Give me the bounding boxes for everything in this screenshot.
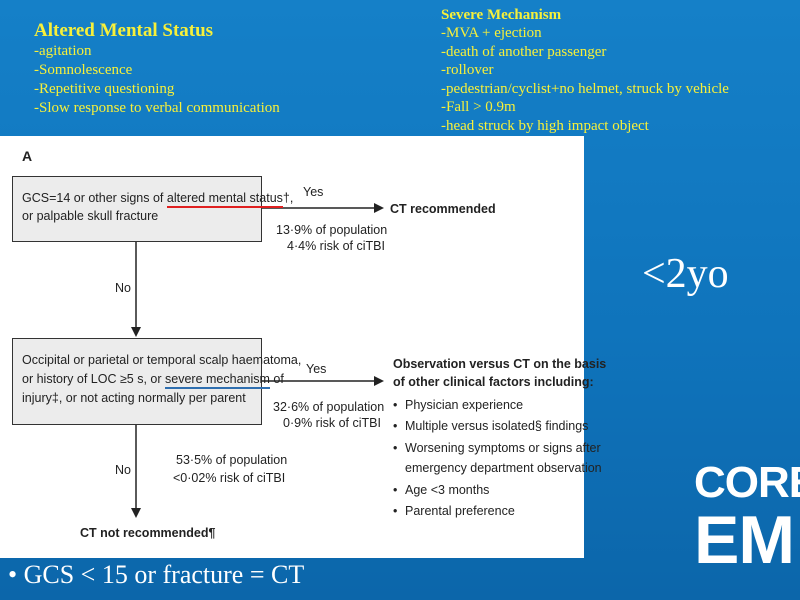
altered-mental-status-underline: altered mental status (166, 191, 283, 208)
bullet-icon: • (393, 398, 398, 412)
observation-heading-1: Observation versus CT on the basis (393, 357, 607, 371)
list-item: -death of another passenger (441, 43, 607, 60)
stats3-population: 53·5% of population (176, 453, 288, 467)
yes-label-1: Yes (303, 185, 324, 199)
ct-not-recommended-label: CT not recommended¶ (80, 526, 216, 540)
bullet-icon: • (393, 441, 398, 455)
no-label-1: No (115, 281, 131, 295)
stats2-risk: 0·9% risk of ciTBI (283, 416, 381, 430)
observation-item: Worsening symptoms or signs after (405, 441, 601, 455)
box2-line3: injury‡, or not acting normally per pare… (22, 391, 246, 405)
observation-heading-2: of other clinical factors including: (393, 375, 594, 389)
list-item: -pedestrian/cyclist+no helmet, struck by… (441, 80, 729, 97)
list-item: -Somnolescence (34, 62, 133, 78)
no-label-2: No (115, 463, 131, 477)
box1-line2: or palpable skull fracture (22, 209, 159, 223)
severe-mechanism-block: Severe Mechanism -MVA + ejection -death … (441, 6, 791, 136)
stats3-risk: <0·02% risk of ciTBI (173, 471, 286, 485)
panel-label: A (22, 148, 33, 164)
observation-item-continued: emergency department observation (405, 461, 602, 475)
stats1-population: 13·9% of population (276, 223, 388, 237)
severe-mechanism-list: -MVA + ejection -death of another passen… (441, 24, 791, 136)
box1-text-post: †, (282, 191, 294, 205)
ct-recommended-label: CT recommended (390, 202, 496, 216)
age-label: <2yo (642, 251, 729, 297)
stats1-risk: 4·4% risk of ciTBI (287, 239, 385, 253)
list-item: -MVA + ejection (441, 25, 542, 41)
box2-text: or history of LOC ≥5 s, or (22, 372, 166, 386)
decision-box-haematoma: Occipital or parietal or temporal scalp … (12, 338, 301, 425)
logo-line-2: EM (694, 502, 795, 578)
box2-text-post: of (269, 372, 284, 386)
observation-item: Age <3 months (405, 483, 490, 497)
box1-line1: GCS=14 or other signs of altered mental … (22, 190, 294, 208)
bottom-bullet: • GCS < 15 or fracture = CT (8, 560, 305, 589)
observation-item: Physician experience (405, 398, 524, 412)
box2-line2: or history of LOC ≥5 s, or severe mechan… (22, 371, 284, 389)
list-item: -Fall > 0.9m (441, 99, 516, 116)
decision-box-gcs: GCS=14 or other signs of altered mental … (12, 176, 293, 242)
yes-label-2: Yes (306, 362, 327, 376)
altered-mental-status-title: Altered Mental Status (34, 20, 214, 41)
altered-mental-status-list: -agitation -Somnolescence -Repetitive qu… (34, 42, 414, 118)
flowchart-panel: A GCS=14 or other signs of altered menta… (0, 136, 606, 558)
bullet-icon: • (393, 483, 398, 497)
observation-item: Multiple versus isolated§ findings (405, 419, 589, 433)
severe-mechanism-underline: severe mechanism (165, 372, 270, 389)
observation-item: Parental preference (405, 504, 515, 518)
list-item: -Repetitive questioning (34, 81, 175, 97)
bullet-icon: • (393, 419, 398, 433)
flowchart-connectors (131, 203, 384, 518)
list-item: -rollover (441, 62, 494, 79)
list-item: -agitation (34, 43, 92, 59)
altered-mental-status-block: Altered Mental Status -agitation -Somnol… (34, 20, 414, 118)
box2-line1: Occipital or parietal or temporal scalp … (22, 353, 302, 367)
box1-text: GCS=14 or other signs of (22, 191, 167, 205)
severe-mechanism-title: Severe Mechanism (441, 7, 562, 23)
list-item: -head struck by high impact object (441, 117, 649, 134)
list-item: -Slow response to verbal communication (34, 100, 280, 116)
bullet-icon: • (393, 504, 398, 518)
stats2-population: 32·6% of population (273, 400, 385, 414)
